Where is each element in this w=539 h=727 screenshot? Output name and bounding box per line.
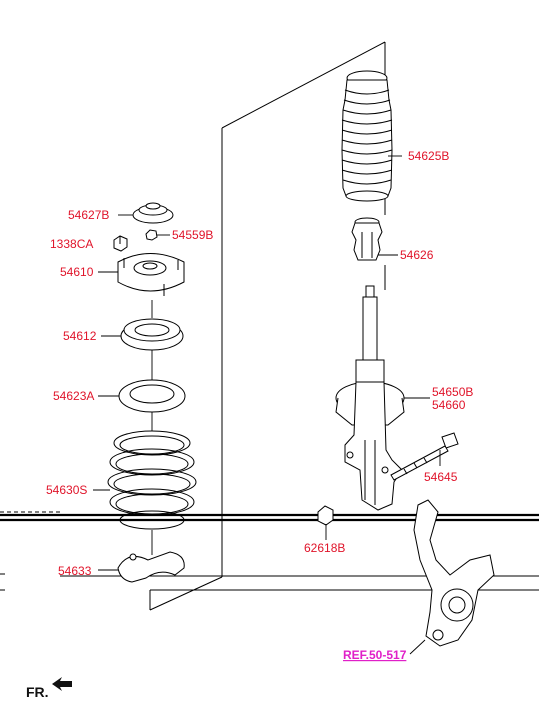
label-54633: 54633 [58, 564, 92, 578]
label-54623A: 54623A [53, 389, 94, 403]
strut-bolt [390, 432, 459, 481]
label-54612: 54612 [63, 329, 97, 343]
label-54630S: 54630S [46, 483, 87, 497]
label-54610: 54610 [60, 265, 94, 279]
label-ref-50-517[interactable]: REF.50-517 [343, 648, 407, 662]
strut-bearing [120, 318, 184, 351]
leader-lines [93, 155, 441, 655]
label-1338CA: 1338CA [50, 237, 93, 251]
nut [317, 505, 334, 526]
front-direction-label: FR. [26, 684, 49, 700]
label-54627B: 54627B [68, 208, 109, 222]
bump-stopper [351, 217, 383, 261]
steering-knuckle [413, 499, 495, 647]
label-54645: 54645 [424, 470, 458, 484]
front-arrow-icon [52, 677, 72, 691]
label-62618B: 62618B [304, 541, 345, 555]
label-54559B: 54559B [172, 228, 213, 242]
label-54625B: 54625B [408, 149, 449, 163]
coil-spring [107, 430, 197, 530]
dust-boot [341, 70, 393, 202]
strut-mount [117, 253, 185, 296]
flange-nut [113, 235, 128, 252]
label-54660: 54660 [432, 398, 466, 412]
insulator-cap [132, 202, 174, 224]
lock-nut [145, 229, 158, 241]
spring-pad [118, 379, 186, 413]
strut-body [335, 285, 405, 511]
label-54626: 54626 [400, 248, 434, 262]
label-54650B: 54650B [432, 385, 473, 399]
lower-spring-pad [117, 551, 185, 583]
